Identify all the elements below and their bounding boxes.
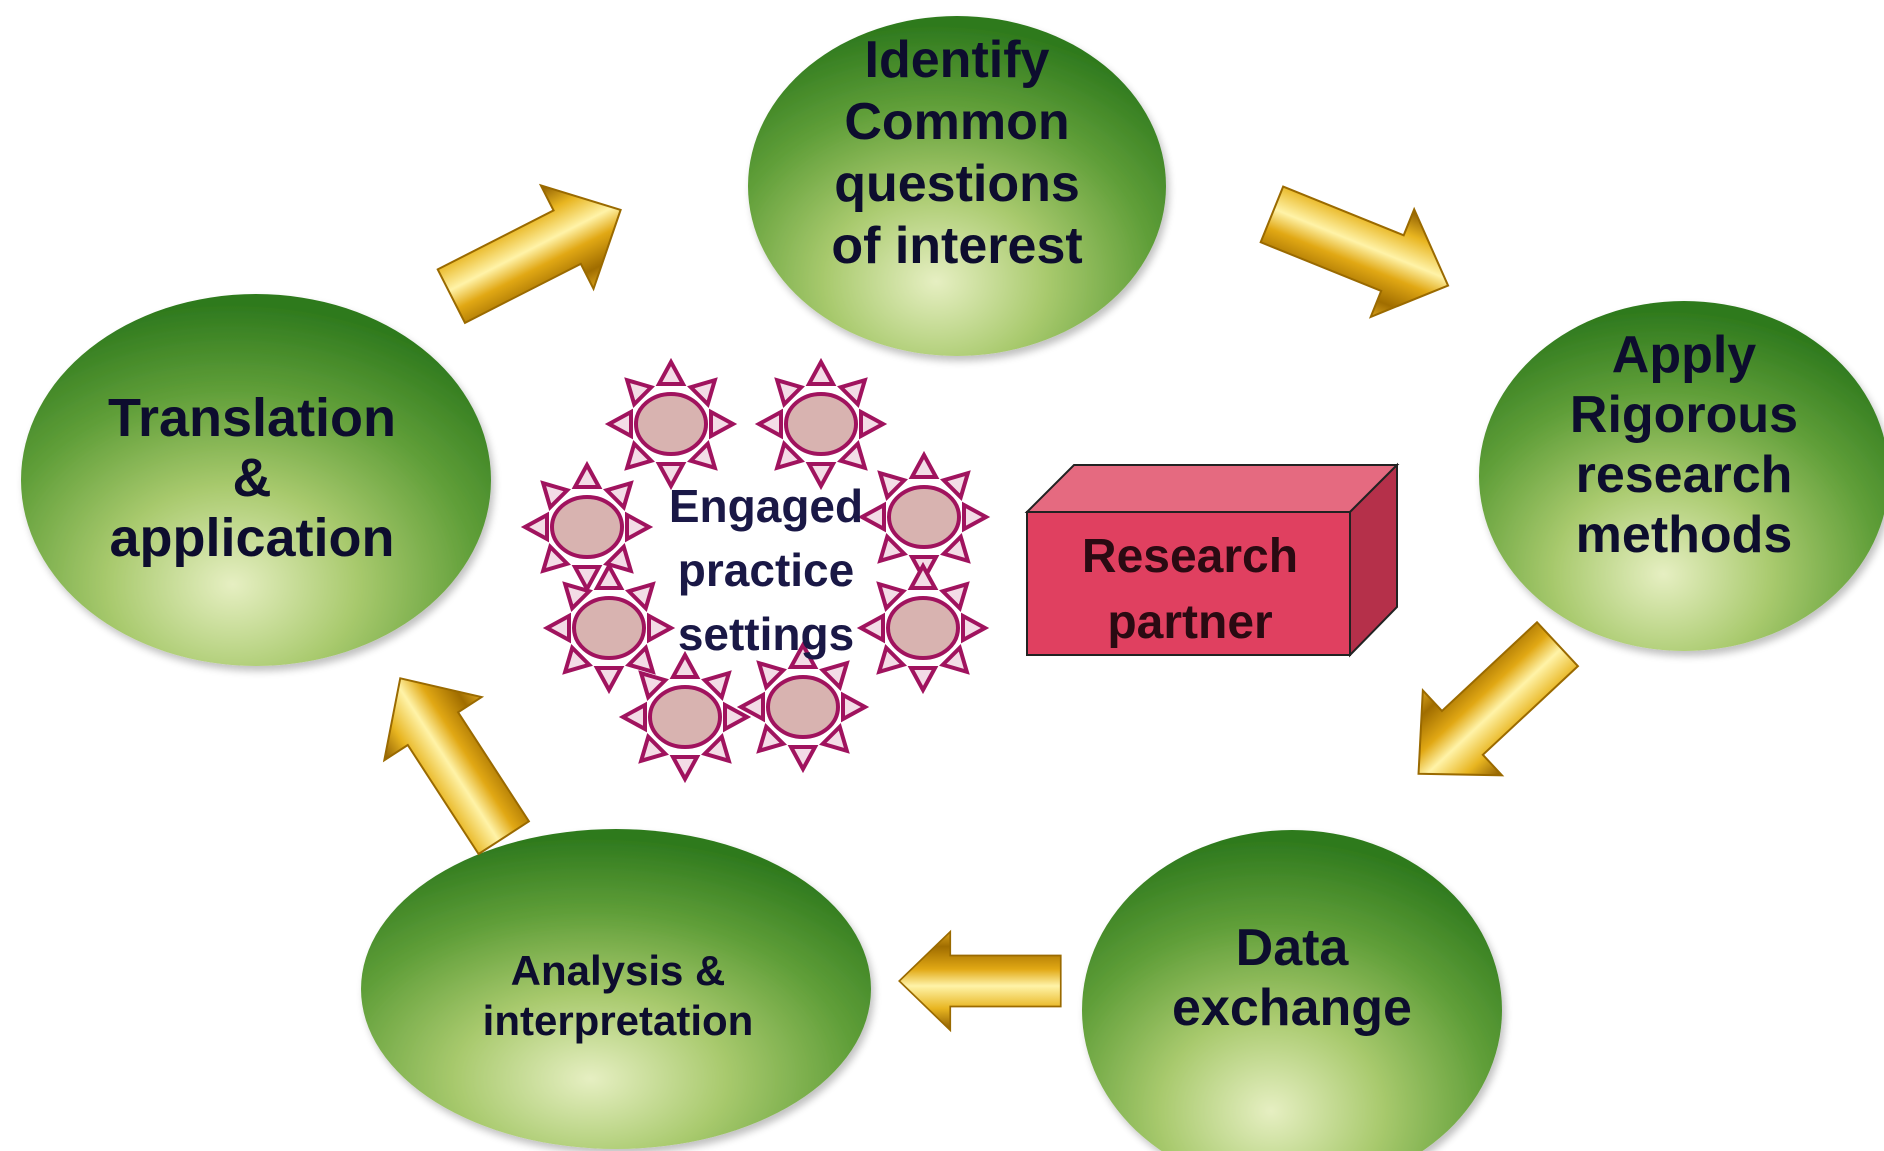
node-identify-label-line-1: Identify	[865, 31, 1050, 89]
sun-icon	[542, 561, 676, 695]
node-translation-label-line-3: application	[109, 508, 394, 568]
node-identify-label-line-4: of interest	[831, 217, 1082, 275]
sun-icon	[857, 450, 991, 584]
node-translation-label: Translation&application	[108, 388, 396, 568]
node-apply-label-line-4: methods	[1576, 506, 1793, 564]
arrow-data-exchange-to-analysis	[898, 930, 1062, 1032]
node-apply-label-line-2: Rigorous	[1570, 386, 1798, 444]
node-data-exchange	[1082, 830, 1502, 1151]
sun-icon	[618, 650, 752, 784]
center-label-line-1: Engaged	[669, 480, 863, 532]
node-identify-label-line-3: questions	[834, 155, 1080, 213]
sun-icon	[604, 357, 738, 491]
center-label-line-2: practice	[678, 544, 854, 596]
center-label: Engaged practice settings	[669, 480, 863, 660]
engaged-practice-sun-cluster	[520, 357, 991, 784]
sun-icon	[856, 561, 990, 695]
node-translation-label-line-1: Translation	[108, 388, 396, 448]
arrow-analysis-to-translation	[350, 645, 554, 871]
research-partner-label: Research partner	[1082, 530, 1298, 649]
sun-icon	[736, 640, 870, 774]
node-analysis-label: Analysis &interpretation	[483, 947, 754, 1044]
node-apply-label-line-3: research	[1576, 446, 1793, 504]
node-data-exchange-label-line-2: exchange	[1172, 979, 1412, 1037]
research-partner-label-line-2: partner	[1107, 596, 1272, 649]
node-analysis	[361, 829, 871, 1149]
center-label-line-3: settings	[678, 608, 854, 660]
research-partner-box	[1024, 462, 1400, 658]
node-apply	[1479, 301, 1884, 651]
arrow-apply-to-data-exchange	[1377, 600, 1599, 818]
research-partner-label-line-1: Research	[1082, 530, 1298, 583]
sun-icon	[754, 357, 888, 491]
node-translation-label-line-2: &	[233, 448, 272, 508]
node-identify-label-line-2: Common	[844, 93, 1069, 151]
node-translation	[21, 294, 491, 666]
node-identify	[748, 16, 1166, 356]
arrow-translation-to-identify	[424, 157, 648, 349]
sun-icon	[520, 460, 654, 594]
node-analysis-label-line-2: interpretation	[483, 997, 754, 1044]
node-analysis-label-line-1: Analysis &	[511, 947, 726, 994]
arrow-identify-to-apply	[1249, 159, 1471, 341]
node-data-exchange-label-line-1: Data	[1236, 919, 1350, 977]
node-apply-label-line-1: Apply	[1612, 326, 1757, 384]
